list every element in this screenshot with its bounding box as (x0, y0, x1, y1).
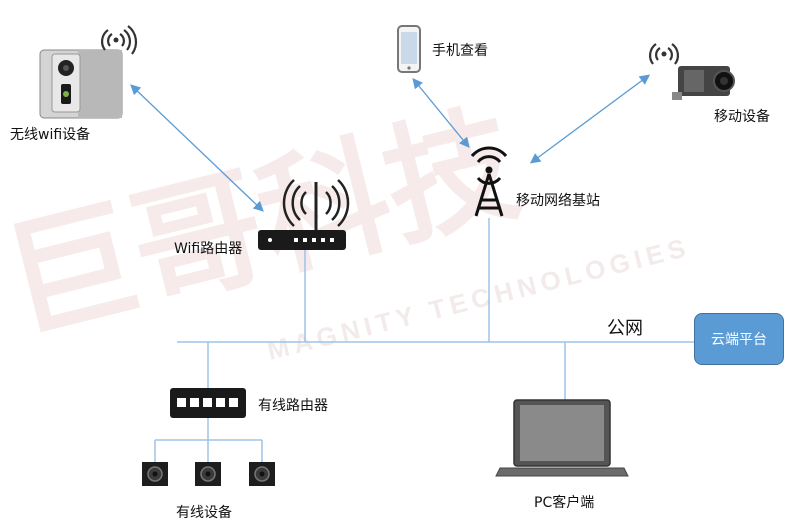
wifi-router-icon (258, 179, 350, 250)
cloud-platform-label: 云端平台 (711, 332, 767, 348)
wifi-device-arrow (130, 84, 264, 212)
wired-camera-icon (195, 462, 221, 486)
cloud-platform-node[interactable]: 云端平台 (694, 313, 784, 365)
phone-arrow (412, 77, 470, 149)
phone-icon (397, 25, 421, 73)
wired-camera-icon (142, 462, 168, 486)
laptop-icon (495, 399, 629, 477)
wifi-signal-icon (100, 25, 138, 55)
wifi-camera-icon (39, 49, 123, 119)
wired-camera-icon (249, 462, 275, 486)
public-network-label: 公网 (607, 318, 643, 339)
wifi-router-label: Wifi路由器 (174, 241, 243, 257)
wired-devices-label: 有线设备 (176, 505, 232, 521)
mobile-device-label: 移动设备 (714, 109, 770, 125)
base-station-icon (470, 146, 508, 217)
wired-router-label: 有线路由器 (258, 398, 328, 414)
pc-client-label: PC客户端 (534, 495, 595, 511)
base-station-label: 移动网络基站 (516, 193, 600, 209)
wired-router-icon (170, 388, 246, 418)
mobile-camera-icon (672, 66, 735, 100)
mobile-signal-icon (648, 43, 680, 65)
wifi-device-label: 无线wifi设备 (10, 127, 91, 143)
mobile-device-arrow (529, 74, 651, 164)
phone-label: 手机查看 (432, 43, 488, 59)
